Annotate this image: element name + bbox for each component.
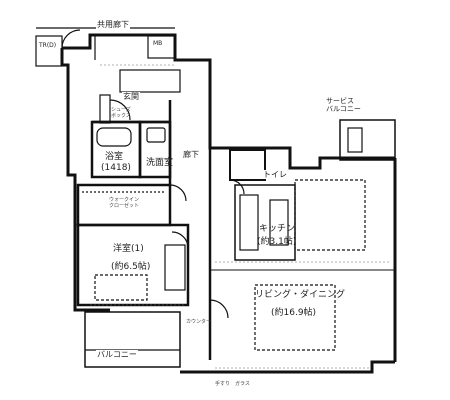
outer-wall-bottom	[180, 360, 395, 374]
label-walk-in-closet: ウォークイン クローゼット	[109, 197, 140, 209]
label-ldk-name: リビング・ダイニング	[255, 290, 346, 300]
label-hall: 廊下	[182, 150, 200, 160]
label-bottom-note: 手すり ガラス	[215, 381, 250, 387]
western-room	[76, 223, 190, 307]
washroom	[138, 120, 172, 179]
mb-room	[147, 35, 176, 59]
outer-wall-left	[60, 48, 110, 312]
label-common-corridor: 共用廊下	[96, 20, 130, 30]
ldk-furniture	[294, 179, 366, 251]
label-western-name: 洋室(1)	[113, 244, 144, 254]
label-kitchen-size: (約3.1帖)	[257, 237, 297, 247]
kitchen-counter	[234, 184, 296, 261]
label-ldk-size: (約16.9帖)	[271, 308, 317, 318]
balcony-area	[84, 311, 181, 368]
service-balcony-area	[339, 119, 396, 161]
label-counter: カウンター	[186, 319, 212, 325]
tr-room	[35, 35, 63, 67]
label-service-balcony: サービス バルコニー	[326, 97, 361, 114]
label-bathroom-name: 浴室	[105, 152, 124, 162]
label-tr: TR(D)	[39, 42, 57, 49]
label-kitchen-name: キッチン	[259, 224, 296, 234]
label-washroom: 洗面室	[146, 158, 174, 168]
label-western-size: (約6.5帖)	[111, 262, 151, 272]
label-shoes-box: シューズ ボックス	[111, 107, 131, 119]
label-mb: MB	[153, 40, 163, 47]
label-entrance: 玄関	[122, 92, 140, 102]
label-bathroom-size: (1418)	[101, 163, 131, 173]
label-balcony: バルコニー	[96, 350, 138, 360]
outer-wall-top	[62, 33, 395, 170]
entrance-storage	[99, 94, 111, 124]
shoes-box	[119, 69, 181, 93]
label-toilet: トイレ	[262, 170, 288, 180]
toilet-room	[229, 149, 266, 181]
